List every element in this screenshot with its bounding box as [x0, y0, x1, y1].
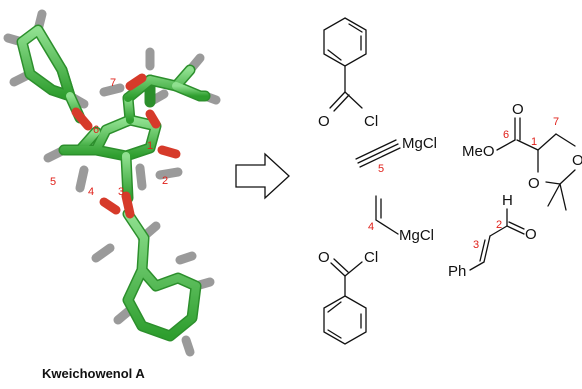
- model-number-1: 1: [147, 140, 153, 152]
- compound-name: Kweichowenol A: [42, 366, 145, 381]
- atom-o: O: [318, 113, 330, 130]
- number-1: 1: [531, 136, 537, 148]
- number-4: 4: [368, 221, 374, 233]
- fragment-ethynyl-grignard: MgCl 5: [355, 135, 437, 175]
- reagent-mgcl: MgCl: [399, 227, 434, 244]
- model-number-2: 2: [162, 175, 168, 187]
- reagent-mgcl: MgCl: [402, 135, 437, 152]
- model-number-7: 7: [110, 77, 116, 89]
- model-number-3: 3: [118, 186, 124, 198]
- oxygen-atoms: [71, 73, 181, 219]
- carbon-skeleton: [18, 26, 209, 340]
- molecule-3d-model: 7 6 1 2 5 4 3: [3, 9, 221, 357]
- atom-o-ring-1: O: [528, 175, 540, 192]
- fragment-benzoyl-chloride-bottom: O Cl: [318, 249, 378, 345]
- atom-o: O: [318, 249, 330, 266]
- atom-cl: Cl: [364, 113, 378, 130]
- number-5: 5: [378, 163, 384, 175]
- number-7: 7: [553, 116, 559, 128]
- model-number-5: 5: [50, 176, 56, 188]
- number-6: 6: [503, 129, 509, 141]
- fragment-ester-dioxolane: MeO O O O 6 1 7: [462, 101, 582, 211]
- fragment-benzoyl-chloride-top: O Cl: [318, 17, 378, 130]
- atom-cl: Cl: [364, 249, 378, 266]
- atom-o-ring-2: O: [572, 152, 582, 169]
- atom-o: O: [525, 226, 537, 243]
- model-number-6: 6: [93, 124, 99, 136]
- fragment-cinnamaldehyde: H O Ph 2 3: [448, 192, 537, 280]
- atom-h: H: [502, 192, 513, 209]
- label-ph: Ph: [448, 263, 466, 280]
- retrosynthesis-arrow: [235, 152, 290, 200]
- model-number-4: 4: [88, 186, 94, 198]
- model-numbering: 7 6 1 2 5 4 3: [50, 77, 168, 198]
- number-3: 3: [473, 239, 479, 251]
- atom-o-carbonyl: O: [512, 101, 524, 118]
- number-2: 2: [496, 219, 502, 231]
- fragment-vinyl-grignard: MgCl 4: [368, 195, 434, 244]
- hydrogen-atoms: [3, 9, 221, 357]
- label-meo: MeO: [462, 143, 495, 160]
